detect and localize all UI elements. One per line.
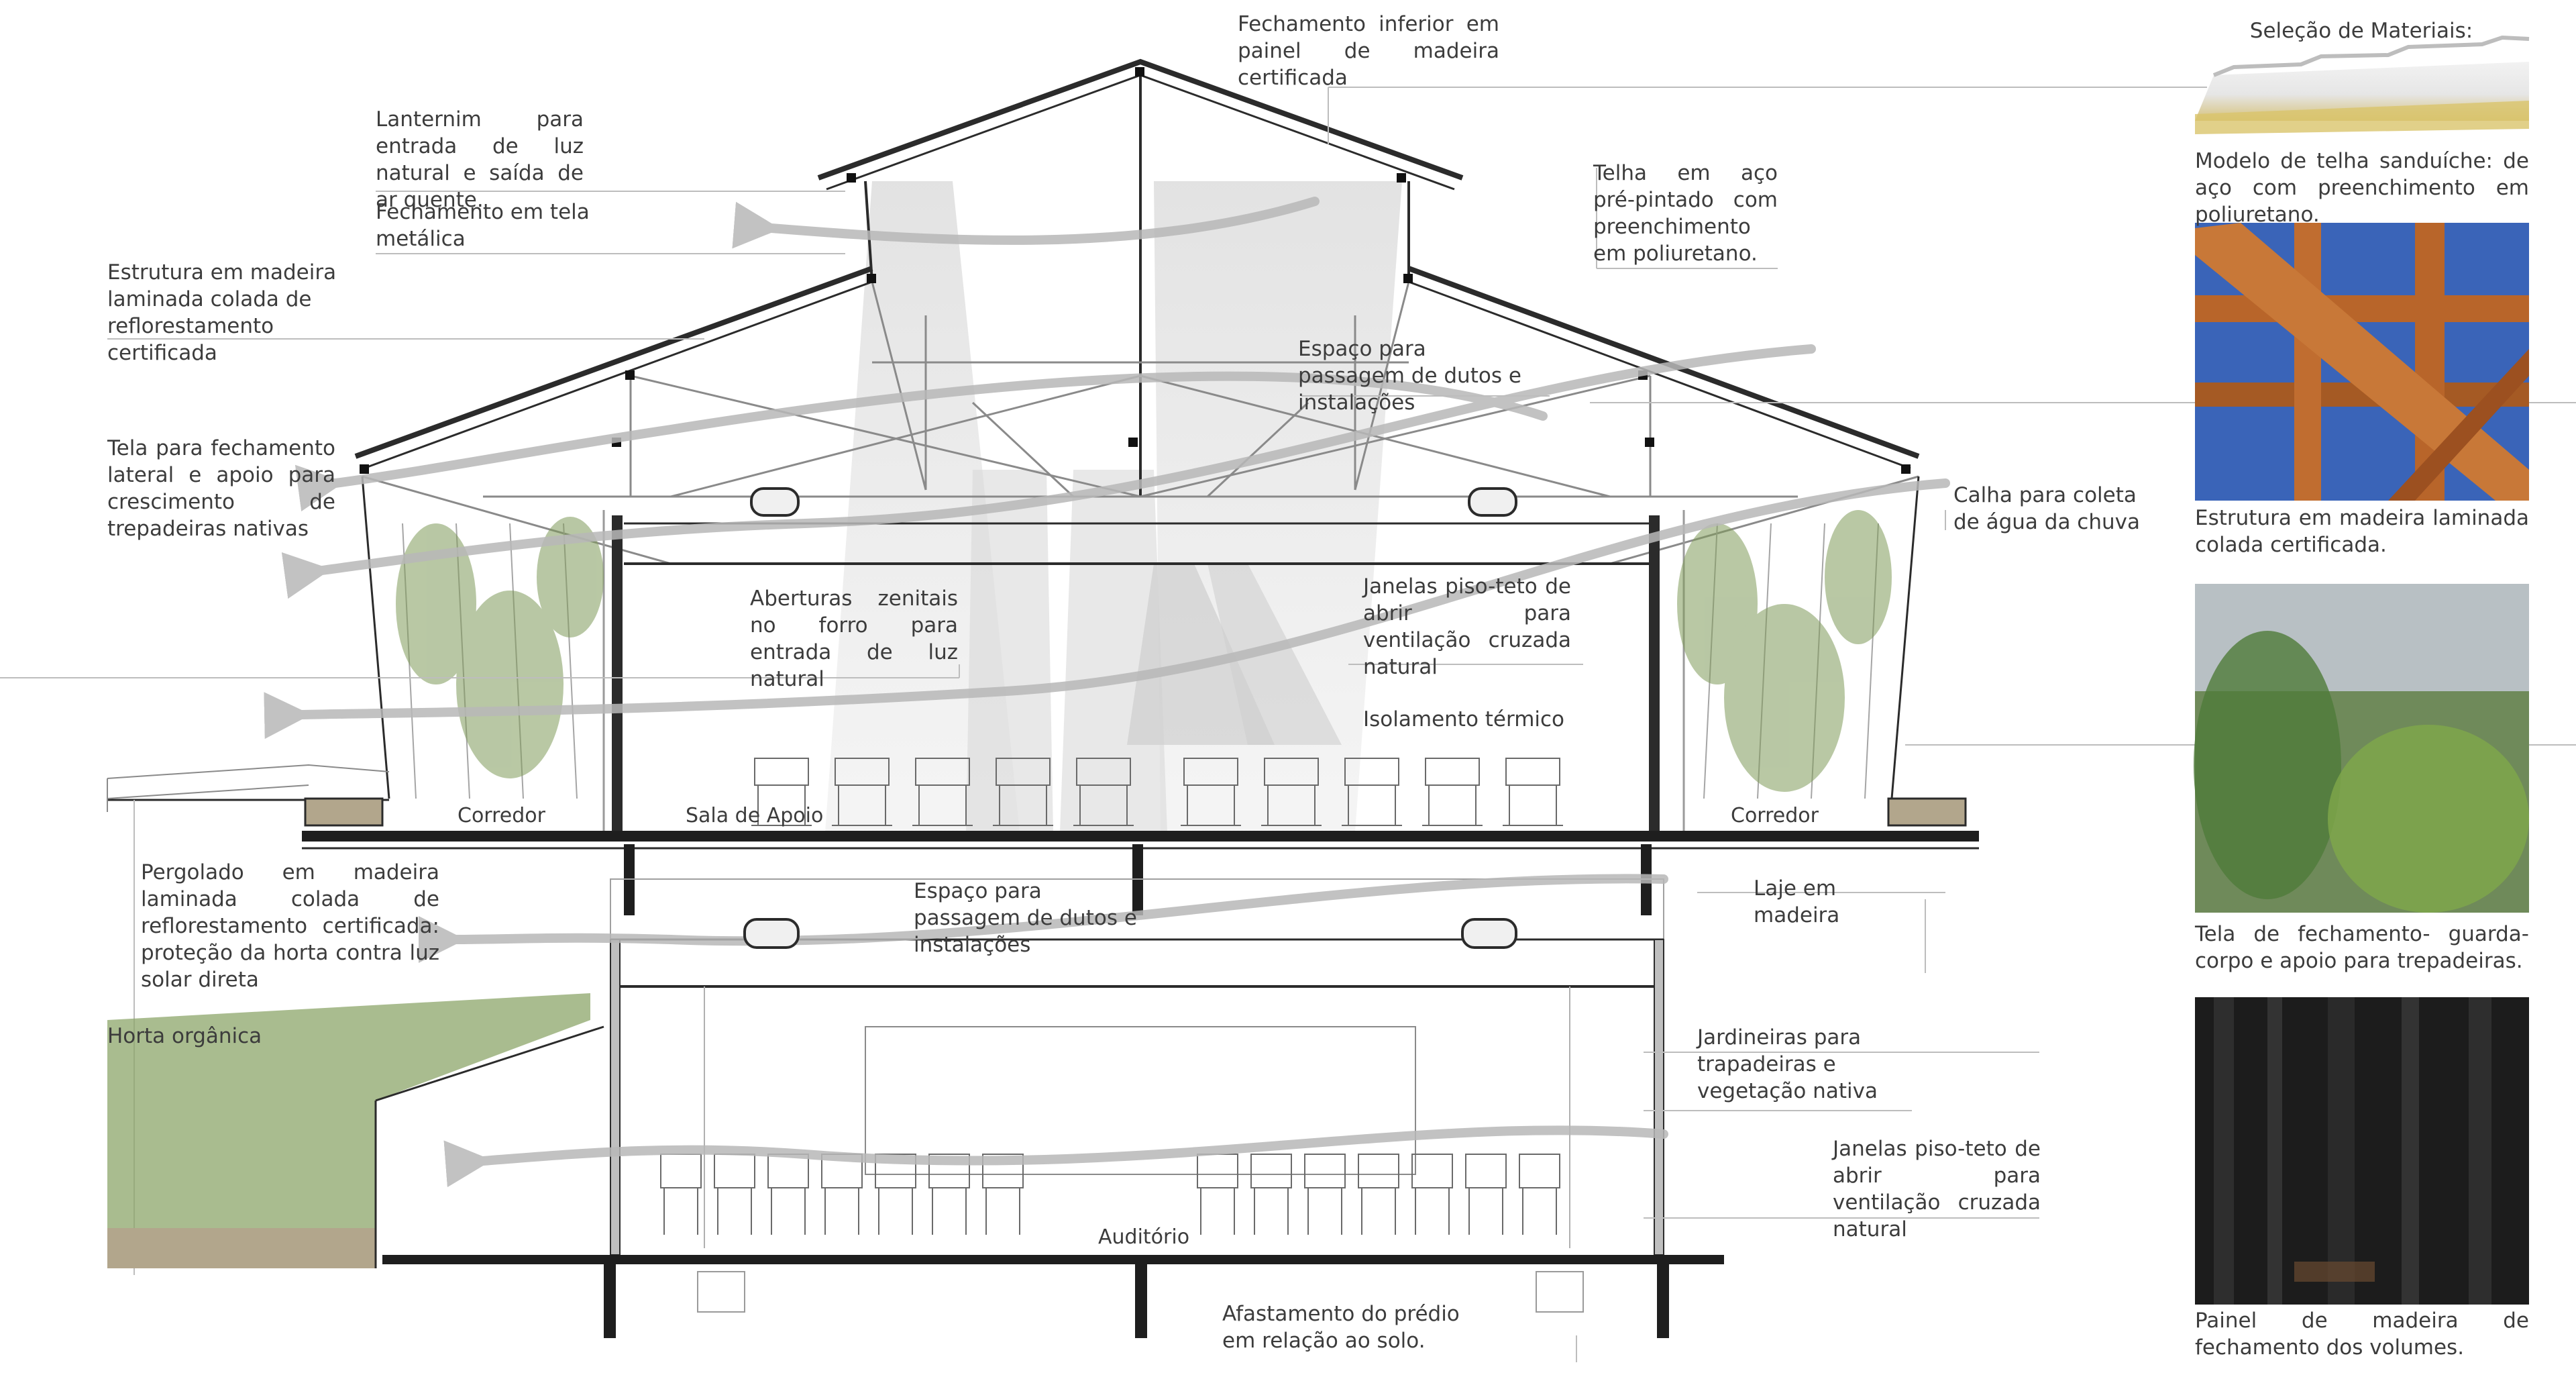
- label-aberturas-zenitais: Aberturas zenitais no forro para entrada…: [750, 587, 958, 691]
- upper-chairs: [751, 758, 1564, 826]
- label-horta: Horta orgânica: [107, 1024, 262, 1048]
- light-cones: [825, 181, 1402, 832]
- label-fechamento-tela: Fechamento em tela metálica: [376, 200, 590, 251]
- material-caption-glulam: Estrutura em madeira laminada colada cer…: [2195, 506, 2529, 557]
- room-corredor-left: Corredor: [458, 804, 545, 827]
- auditorium-chairs: [660, 1154, 1560, 1235]
- label-janelas-inferior: Janelas piso-teto de abrir para ventilaç…: [1833, 1137, 2041, 1241]
- label-calha: Calha para coleta de água da chuva: [1953, 483, 2140, 534]
- roof-structure: [354, 58, 1920, 565]
- swatch-sandwich-roof: [2195, 35, 2530, 134]
- climbing-vegetation: [396, 510, 1892, 792]
- label-jardineiras: Jardineiras para trapadeiras e vegetação…: [1697, 1025, 1878, 1103]
- lower-floor: [382, 878, 1724, 1338]
- room-corredor-right: Corredor: [1731, 804, 1819, 827]
- room-auditorio: Auditório: [1098, 1225, 1190, 1249]
- label-tela-lateral: Tela para fechamento lateral e apoio par…: [107, 436, 335, 541]
- material-caption-screen: Tela de fechamento- guarda-corpo e apoio…: [2195, 922, 2529, 973]
- materials-title: Seleção de Materiais:: [2249, 19, 2473, 43]
- material-caption-dark-panel: Painel de madeira de fechamento dos volu…: [2195, 1309, 2529, 1360]
- label-isolamento: Isolamento térmico: [1363, 707, 1565, 731]
- swatch-dark-wood-panel: [2195, 997, 2529, 1305]
- ducts: [743, 487, 1517, 949]
- label-laje: Laje em madeira: [1754, 876, 1840, 927]
- upper-floor: [107, 476, 1979, 915]
- label-janelas-superior: Janelas piso-teto de abrir para ventilaç…: [1363, 574, 1571, 679]
- label-pergolado: Pergolado em madeira laminada colada de …: [141, 860, 439, 992]
- swatch-glulam-structure: [2195, 223, 2529, 501]
- material-caption-sandwich: Modelo de telha sanduíche: de aço com pr…: [2195, 149, 2529, 227]
- label-estrutura-madeira: Estrutura em madeira laminada colada de …: [107, 260, 337, 365]
- label-afastamento: Afastamento do prédio em relação ao solo…: [1222, 1302, 1460, 1353]
- label-espaco-dutos-inferior: Espaço para passagem de dutos e instalaç…: [914, 879, 1137, 957]
- material-swatches: [2194, 35, 2530, 1305]
- swatch-green-screen: [2194, 584, 2529, 913]
- label-telha-aco: Telha em aço pré-pintado com preenchimen…: [1593, 161, 1778, 266]
- label-fechamento-inferior: Fechamento inferior em painel de madeira…: [1238, 12, 1499, 90]
- label-espaco-dutos-superior: Espaço para passagem de dutos e instalaç…: [1298, 337, 1521, 415]
- label-lanternim: Lanternim para entrada de luz natural e …: [376, 107, 584, 212]
- room-sala-apoio: Sala de Apoio: [686, 804, 824, 827]
- vegetable-garden: [107, 993, 604, 1268]
- airflow-arrows: [264, 197, 1950, 1188]
